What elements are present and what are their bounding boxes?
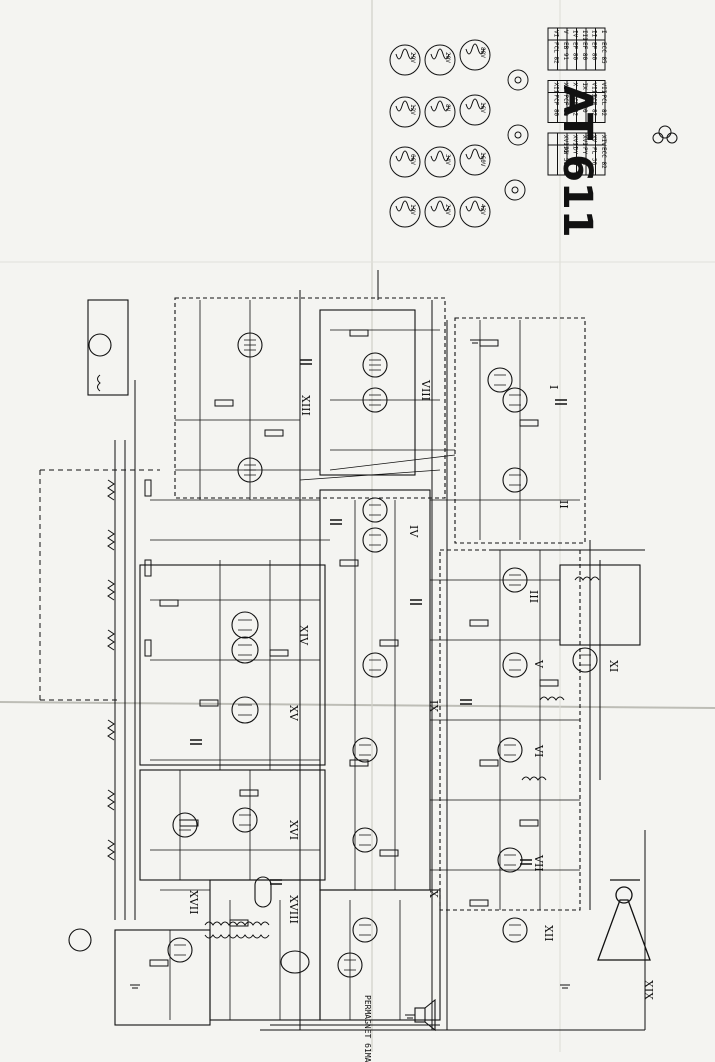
waveform-circle <box>424 96 456 128</box>
tube-table-type: PCF 82 <box>572 95 579 117</box>
waveform-circle <box>389 44 421 76</box>
tube-table-number: II <box>591 30 598 38</box>
tube-label-1: I <box>547 385 560 390</box>
tube-label-3: III <box>527 590 540 604</box>
tube-label-6: VI <box>532 745 545 758</box>
waveform-circle <box>459 39 491 71</box>
waveform-circle <box>424 146 456 178</box>
waveform-circle <box>389 146 421 178</box>
waveform-label: 160V <box>479 152 486 167</box>
waveform-trace <box>465 98 485 110</box>
tube-table-type: EF 80 <box>591 42 598 60</box>
tube-table-number: VI <box>553 30 560 38</box>
tube-label-12: XII <box>542 925 555 942</box>
tube-table-type: ECC 82 <box>600 147 607 169</box>
tube-table-number: XII <box>553 83 560 94</box>
tube-table-type: PCL 82 <box>553 42 560 64</box>
tube-table-type: PCL 82 <box>600 95 607 117</box>
tube-label-15: XV <box>287 705 300 721</box>
waveform-label: 8V <box>444 104 451 112</box>
waveform-trace <box>395 48 415 60</box>
tube-table-type: EF 80 <box>572 42 579 60</box>
waveform-circle <box>389 196 421 228</box>
tube-table-number: I <box>600 30 607 34</box>
waveform-label: 16V <box>479 102 486 113</box>
tube-table-number: III <box>581 30 588 41</box>
waveform-label: 20V <box>444 52 451 63</box>
tube-label-10: X <box>427 890 440 898</box>
waveform-trace <box>465 43 485 55</box>
waveform-trace <box>430 150 450 162</box>
tube-label-5: V <box>532 660 545 668</box>
waveform-trace <box>430 200 450 212</box>
waveform-label: 24V <box>444 204 451 215</box>
tube-table-number: XI <box>562 83 569 91</box>
waveform-trace <box>395 100 415 112</box>
waveform-circle <box>389 96 421 128</box>
tube-table-type: DY 86 <box>572 147 579 165</box>
tube-table-number: XVI <box>581 135 588 146</box>
waveform-trace <box>465 200 485 212</box>
waveform-label: 19V <box>409 204 416 215</box>
tube-label-18: XVIII <box>287 895 300 924</box>
tube-table-number: XVII <box>572 135 579 150</box>
tube-label-8: VIII <box>419 380 432 401</box>
tube-table-number: XVIII <box>562 135 569 153</box>
picture-tube-label: XIX <box>642 980 655 1001</box>
waveform-circle <box>424 196 456 228</box>
tube-table-type: ECC 85 <box>600 42 607 64</box>
waveform-trace <box>430 48 450 60</box>
tube-table-type: EB 91 <box>562 42 569 60</box>
waveform-circle <box>459 196 491 228</box>
tube-table-number: IV <box>572 30 579 38</box>
tube-label-4: IV <box>407 525 420 538</box>
tube-table-type: PCF 82 <box>591 95 598 117</box>
tube-table-type: PCF 80 <box>562 95 569 117</box>
waveform-label: 12V <box>409 104 416 115</box>
tube-label-16: XVI <box>287 820 300 841</box>
tube-label-9: IX <box>427 700 440 713</box>
waveform-circle <box>459 144 491 176</box>
tube-table-number: V <box>562 30 569 34</box>
waveform-circle <box>424 44 456 76</box>
waveform-trace <box>465 148 485 160</box>
tube-table-type: PL 36 <box>591 147 598 165</box>
tube-table-number: IX <box>581 83 588 91</box>
waveform-trace <box>395 150 415 162</box>
tube-table-number: X <box>572 83 579 87</box>
tube-table-number: VII <box>600 83 607 94</box>
waveform-label: 34V <box>444 154 451 165</box>
waveform-circle <box>459 94 491 126</box>
waveform-trace <box>395 200 415 212</box>
tube-label-17: XVII <box>187 890 200 915</box>
waveform-label: 88V <box>479 47 486 58</box>
tube-table-type: EF 80 <box>581 42 588 60</box>
tube-table-number: XV <box>591 135 598 143</box>
tube-table-number: VIII <box>591 83 598 98</box>
tube-table-number: XIV <box>600 135 607 146</box>
tube-table-type: PY 88 <box>581 147 588 165</box>
waveform-trace <box>430 100 450 112</box>
model-title: AT 611 <box>554 85 600 238</box>
tube-label-11: XI <box>607 660 620 673</box>
waveform-label: 66V <box>409 154 416 165</box>
tube-label-7: VII <box>532 855 545 872</box>
waveform-label: 29V <box>409 52 416 63</box>
tube-label-13: XIII <box>299 395 312 416</box>
waveform-label: 43V <box>479 204 486 215</box>
tube-table-type: AW 53-88 <box>562 147 569 176</box>
tube-table-type: PCF 80 <box>553 95 560 117</box>
tube-label-2: II <box>557 500 570 509</box>
tube-label-14: XIV <box>297 625 310 646</box>
tube-table-type: EF 80 <box>581 95 588 113</box>
